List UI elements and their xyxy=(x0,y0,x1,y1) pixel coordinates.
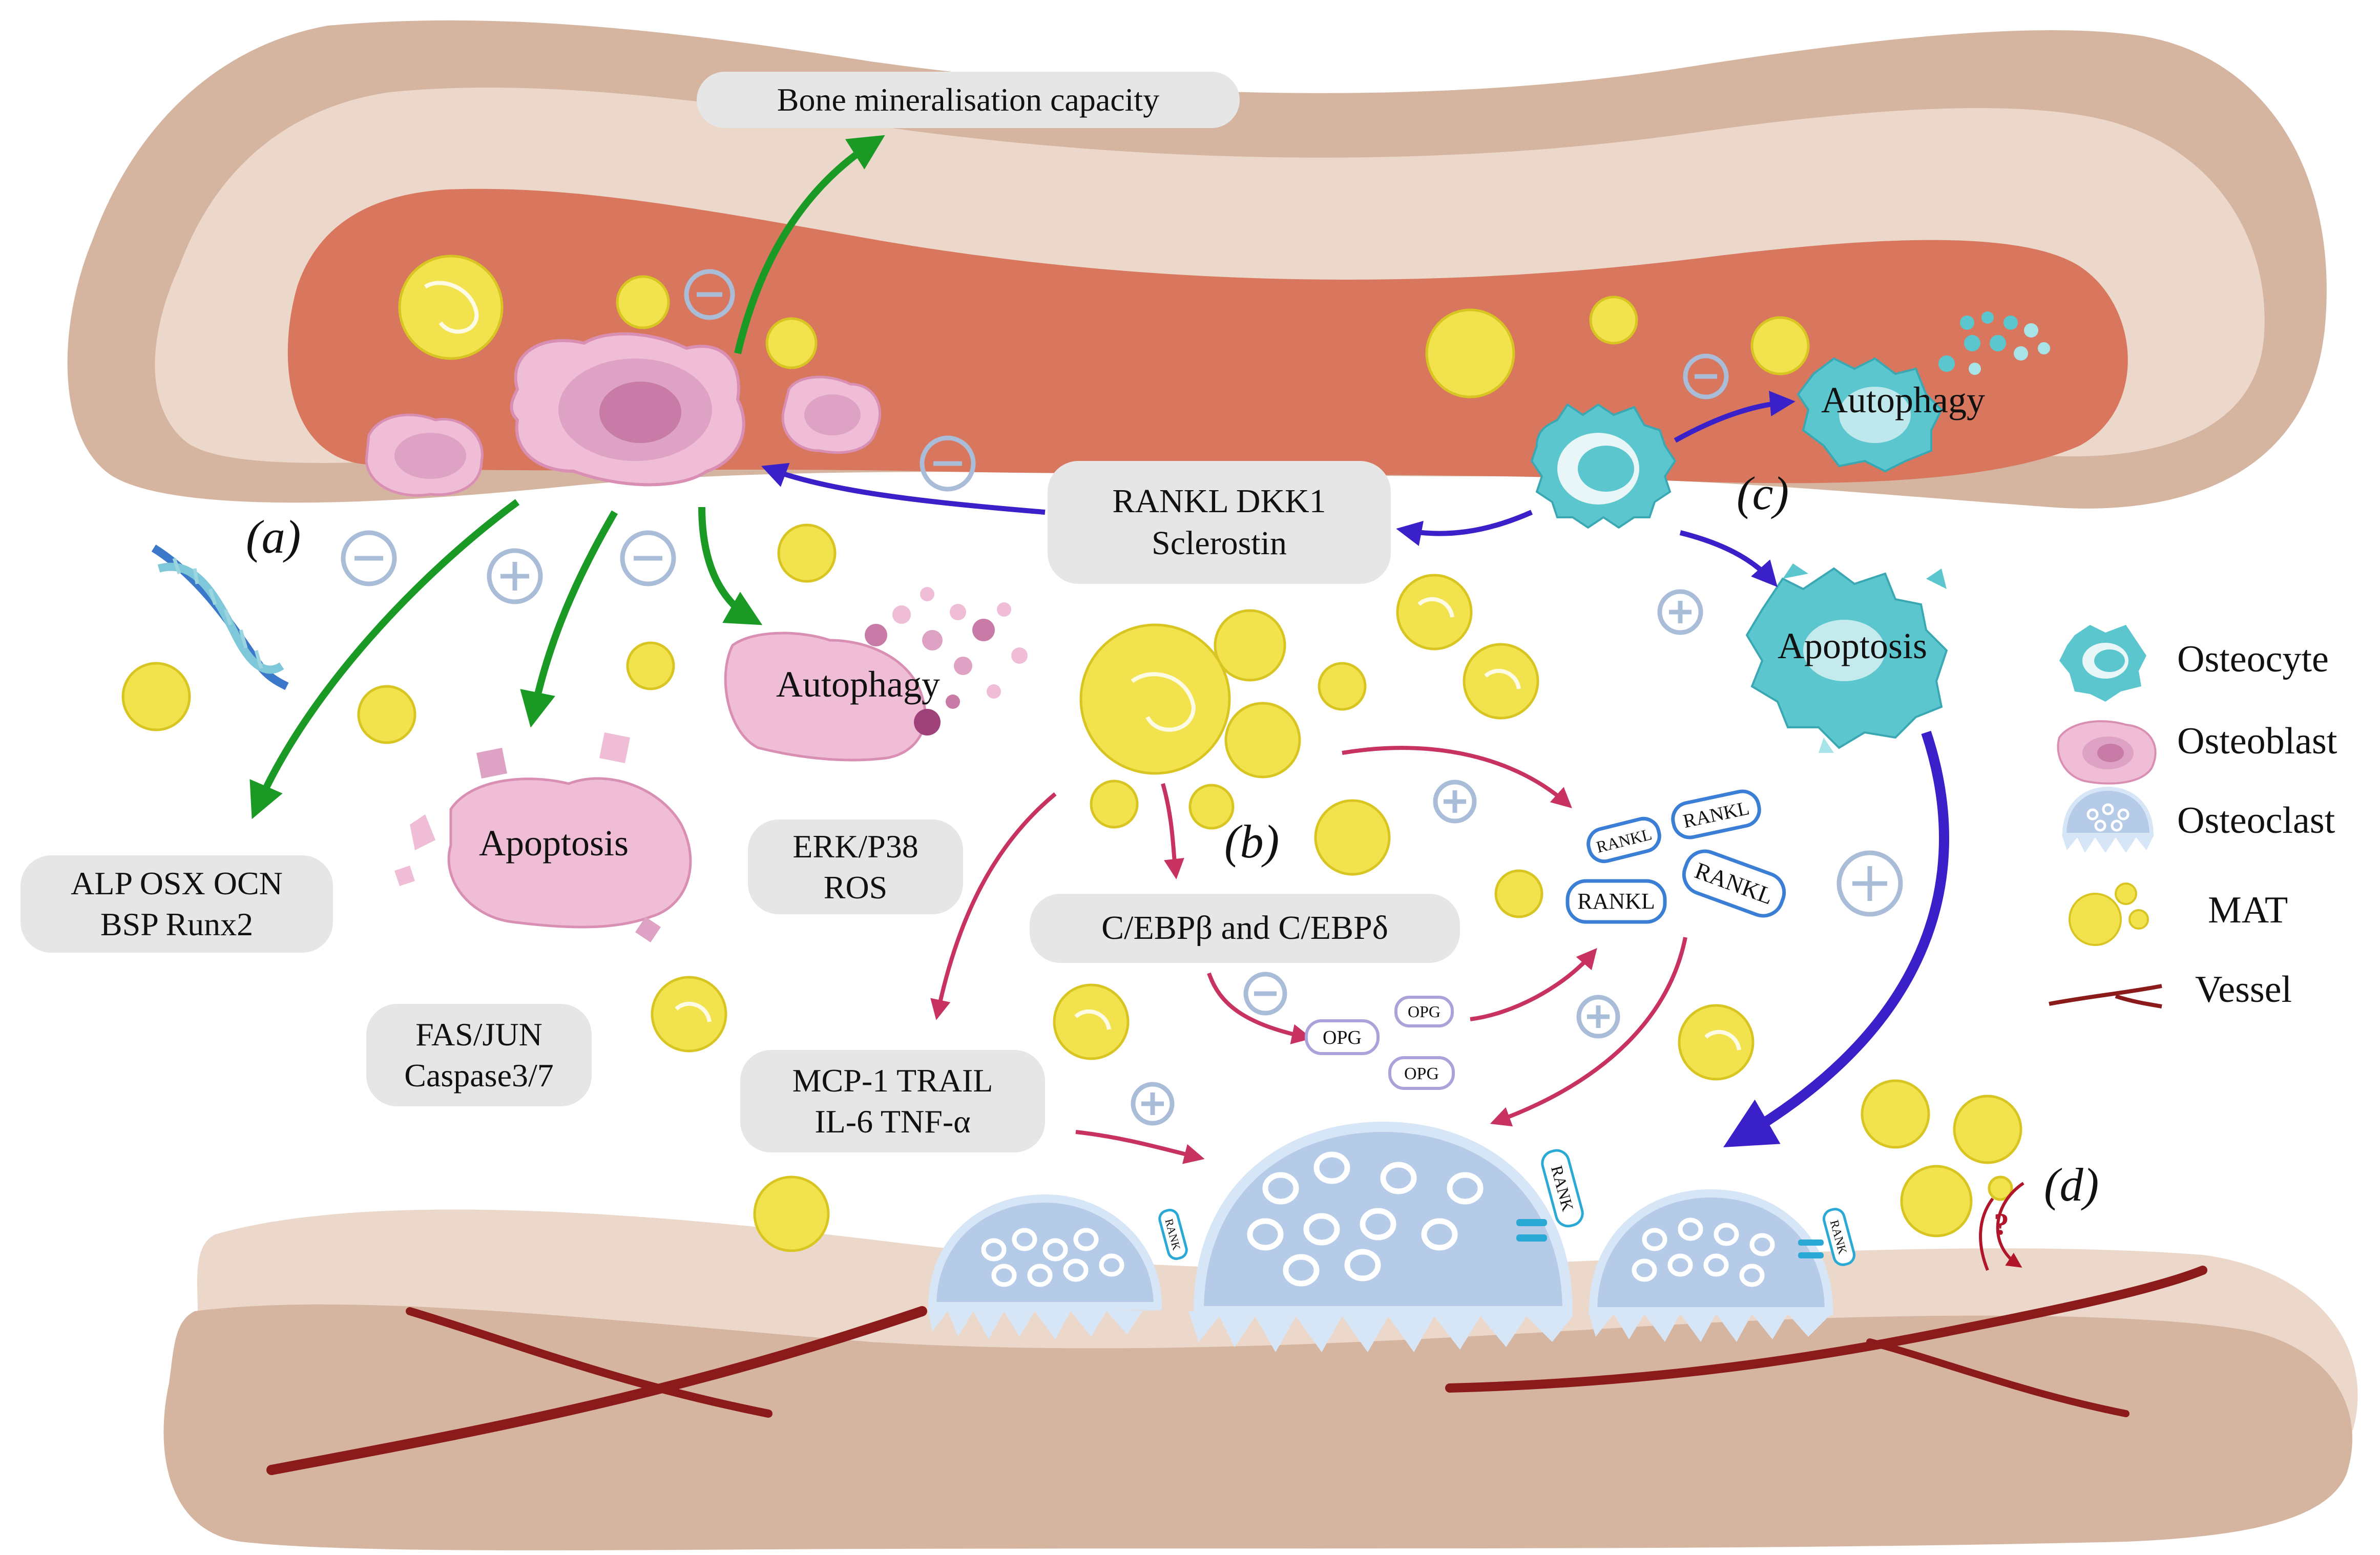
vessel-lower-left xyxy=(266,1306,927,1475)
legend-osteoclast-label: Osteoclast xyxy=(2177,800,2335,842)
legend-mat-label: MAT xyxy=(2208,889,2288,931)
osteoblast-apoptosis xyxy=(394,732,692,942)
signs xyxy=(341,269,1903,1126)
vessel-lower-right xyxy=(1445,1266,2207,1417)
green-arrows xyxy=(249,135,885,819)
osteoblast-apoptosis-label: Apoptosis xyxy=(479,823,629,864)
minus-sign-opg xyxy=(1243,972,1287,1016)
minus-sign-autophagy-oc xyxy=(1683,353,1729,400)
osteoblast-autophagy-label: Autophagy xyxy=(776,664,940,705)
plus-sign-mcp xyxy=(1131,1082,1175,1126)
legend-vessel-label: Vessel xyxy=(2195,969,2292,1011)
osteoblast-small-left xyxy=(365,413,484,497)
purple-arrows xyxy=(761,391,1949,1148)
cebp-box: C/EBPβ and C/EBPδ xyxy=(1030,894,1460,963)
minus-sign-osteoblast xyxy=(684,269,735,320)
question-loop xyxy=(1979,1182,2024,1271)
minus-sign-rankl xyxy=(920,435,976,492)
minus-sign-a1 xyxy=(341,530,397,586)
osteoclast-center xyxy=(1188,1121,1573,1352)
osteoblast-main xyxy=(510,332,745,487)
mat-cells xyxy=(121,255,2022,1252)
osteocyte-autophagy-label: Autophagy xyxy=(1821,380,1985,421)
plus-sign-osteocyte xyxy=(1836,850,1903,917)
plus-sign-opg xyxy=(1576,995,1620,1039)
osteoblast-small-right xyxy=(781,375,882,454)
dna-icon xyxy=(151,544,289,690)
panel-b-label: (b) xyxy=(1224,815,1280,868)
osteocyte-apoptosis-label: Apoptosis xyxy=(1778,625,1928,666)
osteoclast-right xyxy=(1588,1189,1833,1342)
minus-sign-a2 xyxy=(620,530,676,586)
plus-sign-rankl xyxy=(1433,780,1477,824)
osteocyte-main xyxy=(1530,403,1677,529)
plus-sign-apoptosis-oc xyxy=(1657,589,1703,635)
legend-osteoblast-label: Osteoblast xyxy=(2177,720,2337,762)
bone-mineralisation-label: Bone mineralisation capacity xyxy=(697,72,1240,128)
osteocyte-apoptosis xyxy=(1745,563,1948,753)
panel-a-label: (a) xyxy=(246,511,301,563)
panel-d-label: (d) xyxy=(2044,1159,2099,1211)
panel-c-label: (c) xyxy=(1737,467,1789,519)
osteocyte-autophagy xyxy=(1797,311,2050,473)
crimson-arrows xyxy=(930,746,1687,1164)
osteoclast-left xyxy=(927,1194,1163,1339)
legend-osteocyte-label: Osteocyte xyxy=(2177,638,2329,680)
osteoblast-autophagy xyxy=(724,587,1028,762)
plus-sign-a xyxy=(487,548,543,604)
mat-cell-details xyxy=(424,281,1741,1050)
